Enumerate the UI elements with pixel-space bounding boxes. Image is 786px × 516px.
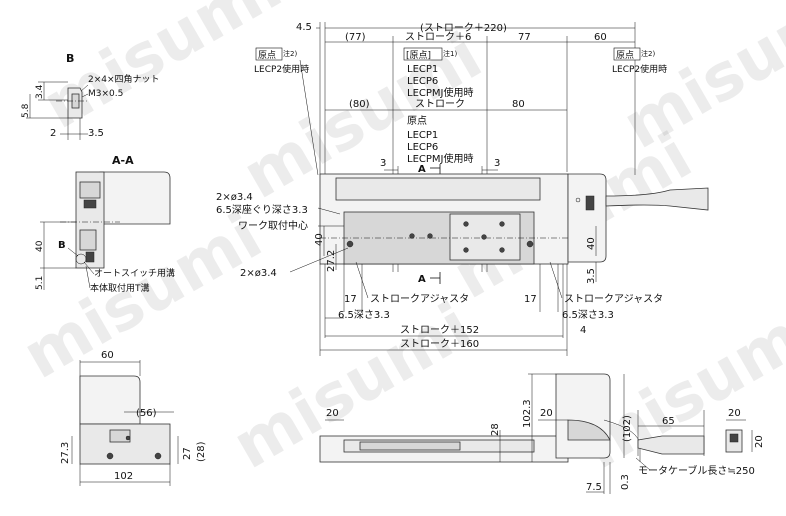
svg-text:LECPMJ使用時: LECPMJ使用時	[407, 152, 473, 165]
svg-text:2×ø3.4: 2×ø3.4	[216, 192, 253, 203]
svg-text:4: 4	[580, 325, 586, 336]
top-view: 4.5 (ストローク＋220) (77) ストローク＋6 77 60 原点 注2…	[216, 22, 709, 356]
svg-text:80: 80	[512, 99, 525, 110]
stroke-160-label: ストローク＋160	[400, 338, 479, 350]
connector-view: 65 モータケーブル長さ≒250 20 20	[603, 408, 765, 477]
mount-holes	[346, 221, 534, 253]
svg-text:2×ø3.4: 2×ø3.4	[240, 268, 277, 279]
svg-text:60: 60	[594, 32, 607, 43]
svg-text:LECP2使用時: LECP2使用時	[254, 63, 309, 75]
svg-text:20: 20	[540, 408, 553, 419]
detail-b-title: B	[66, 52, 74, 65]
svg-text:40: 40	[314, 233, 325, 246]
svg-text:28: 28	[490, 423, 501, 436]
svg-text:6.5深さ3.3: 6.5深さ3.3	[562, 309, 614, 321]
svg-text:(56): (56)	[136, 408, 157, 419]
svg-text:2: 2	[50, 128, 56, 139]
svg-text:0.3: 0.3	[620, 474, 631, 490]
t-slot-label: 本体取付用T溝	[90, 282, 150, 294]
work-center-label: ワーク取付中心	[238, 219, 308, 232]
svg-text:(77): (77)	[345, 32, 366, 43]
section-aa-title: A-A	[112, 154, 134, 167]
adjuster-left-label: ストロークアジャスタ	[370, 293, 469, 305]
svg-text:102: 102	[114, 471, 133, 482]
detail-b-view: B 2×4×四角ナット M3×0.5 3.4 5.8 2 3.5	[21, 52, 160, 140]
svg-text:65: 65	[662, 416, 675, 427]
stroke-152-label: ストローク＋152	[400, 324, 479, 336]
svg-text:102.3: 102.3	[522, 399, 533, 428]
svg-text:LECP1: LECP1	[407, 64, 438, 75]
svg-text:5.8: 5.8	[21, 103, 31, 118]
svg-text:注1): 注1)	[443, 49, 457, 58]
callout-b: B	[58, 240, 66, 251]
svg-text:20: 20	[326, 408, 339, 419]
svg-text:27: 27	[182, 447, 193, 460]
svg-text:原点: 原点	[407, 115, 427, 127]
svg-text:(28): (28)	[196, 441, 207, 462]
svg-text:27.2: 27.2	[326, 250, 337, 272]
svg-text:注2): 注2)	[283, 49, 297, 58]
svg-text:60: 60	[101, 350, 114, 361]
svg-text:LECP2使用時: LECP2使用時	[612, 63, 667, 75]
thread-label: M3×0.5	[88, 89, 123, 99]
svg-text:LECP1: LECP1	[407, 130, 438, 141]
svg-text:20: 20	[754, 435, 765, 448]
svg-text:注2): 注2)	[641, 49, 655, 58]
svg-text:LECP6: LECP6	[407, 142, 438, 153]
front-view: 20 28 102.3 20 (102) 7.5 0.3	[319, 373, 633, 494]
svg-text:40: 40	[586, 237, 597, 250]
svg-text:misumi: misumi	[611, 0, 786, 164]
motor-block	[567, 173, 607, 263]
svg-text:3: 3	[494, 158, 500, 169]
svg-text:3: 3	[380, 158, 386, 169]
svg-text:misumi: misumi	[11, 199, 274, 394]
svg-text:3.5: 3.5	[586, 268, 597, 284]
svg-text:(80): (80)	[349, 99, 370, 110]
svg-text:20: 20	[728, 408, 741, 419]
svg-text:7.5: 7.5	[586, 482, 602, 493]
svg-text:[原点]: [原点]	[406, 50, 431, 61]
svg-text:77: 77	[518, 32, 531, 43]
svg-text:原点: 原点	[258, 50, 276, 61]
motor-cable-length-label: モータケーブル長さ≒250	[638, 464, 755, 477]
svg-text:6.5深座ぐり深さ3.3: 6.5深座ぐり深さ3.3	[216, 203, 308, 216]
svg-text:40: 40	[35, 240, 45, 252]
overall-length-label: (ストローク＋220)	[420, 22, 507, 34]
svg-text:原点: 原点	[616, 50, 634, 61]
section-aa-view: A-A 40 5.1 B オートスイッチ用溝 本体取付用T溝	[35, 154, 175, 294]
svg-text:3.5: 3.5	[88, 128, 104, 139]
svg-text:6.5深さ3.3: 6.5深さ3.3	[338, 309, 390, 321]
auto-switch-groove-label: オートスイッチ用溝	[94, 267, 175, 279]
svg-text:ストローク＋6: ストローク＋6	[405, 31, 471, 43]
svg-text:A: A	[418, 164, 426, 175]
motor-cable	[605, 187, 709, 211]
svg-text:27.3: 27.3	[60, 442, 71, 464]
svg-text:LECPMJ使用時: LECPMJ使用時	[407, 86, 473, 99]
svg-text:17: 17	[524, 294, 537, 305]
svg-text:ストローク: ストローク	[415, 98, 465, 110]
nut-size-label: 2×4×四角ナット	[88, 73, 160, 85]
svg-text:(102): (102)	[622, 415, 633, 442]
end-view: 60 (56) 27.3 27 (28) 102	[60, 350, 207, 486]
svg-text:A: A	[418, 274, 426, 285]
svg-text:3.4: 3.4	[35, 84, 45, 99]
svg-text:4.5: 4.5	[296, 22, 312, 33]
svg-text:LECP6: LECP6	[407, 76, 438, 87]
svg-text:5.1: 5.1	[35, 276, 45, 290]
svg-text:17: 17	[344, 294, 357, 305]
adjuster-right-label: ストロークアジャスタ	[564, 293, 663, 305]
